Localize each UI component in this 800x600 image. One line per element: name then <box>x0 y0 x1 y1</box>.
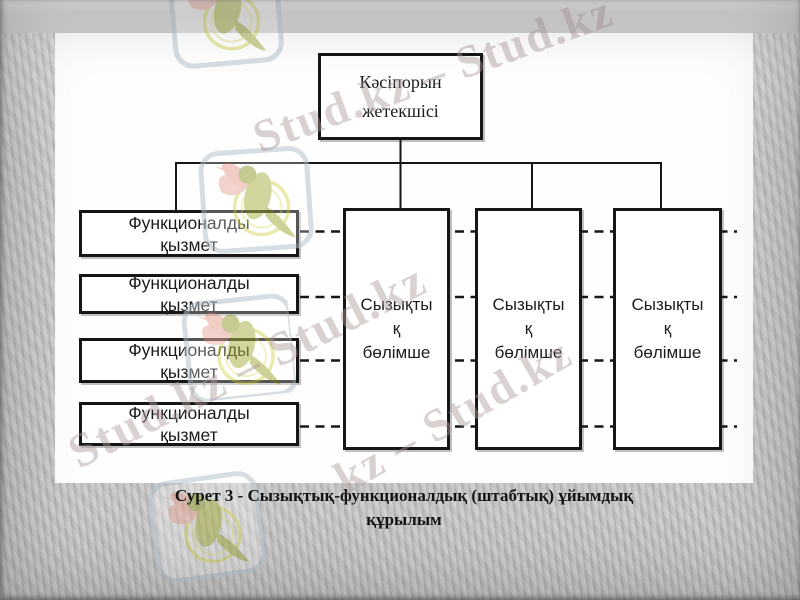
functional-box-label: Функционалды <box>128 212 250 233</box>
functional-box-label: қызмет <box>160 425 218 445</box>
director-box-label-line2: жетекшісі <box>362 100 439 121</box>
linear-box-label: Сызықты <box>631 295 704 314</box>
functional-box-4: Функционалды қызмет <box>79 402 299 446</box>
linear-box-3: Сызықты қ бөлімше <box>613 208 722 450</box>
linear-box-label: Сызықты <box>360 295 433 314</box>
director-box-label-line1: Кәсіпорын <box>359 71 442 92</box>
linear-box-label: қ <box>524 319 533 338</box>
linear-box-1: Сызықты қ бөлімше <box>343 208 450 450</box>
functional-box-label: Функционалды <box>128 339 250 360</box>
top-light-band <box>0 0 800 33</box>
functional-box-1: Функционалды қызмет <box>79 210 299 257</box>
functional-box-label: Функционалды <box>128 403 250 423</box>
linear-box-label: бөлімше <box>494 343 563 362</box>
director-box: Кәсіпорын жетекшісі <box>318 53 483 140</box>
functional-box-2: Функционалды қызмет <box>79 273 299 315</box>
functional-box-label: қызмет <box>160 361 218 382</box>
functional-box-3: Функционалды қызмет <box>79 338 299 383</box>
figure-caption-line2: құрылым <box>366 510 442 529</box>
figure-caption-line1: Сурет 3 - Сызықтық-функционалдық (штабты… <box>174 486 634 505</box>
linear-box-2: Сызықты қ бөлімше <box>475 208 582 450</box>
functional-box-label: қызмет <box>160 234 218 255</box>
functional-box-label: қызмет <box>160 295 218 315</box>
figure-caption: Сурет 3 - Сызықтық-функционалдық (штабты… <box>55 484 753 532</box>
linear-box-label: бөлімше <box>362 343 431 362</box>
linear-box-label: Сызықты <box>492 295 565 314</box>
linear-box-label: бөлімше <box>633 343 702 362</box>
solid-hierarchy-lines <box>175 140 662 211</box>
linear-box-label: қ <box>392 319 401 338</box>
functional-box-label: Функционалды <box>128 273 250 293</box>
linear-box-label: қ <box>663 319 672 338</box>
